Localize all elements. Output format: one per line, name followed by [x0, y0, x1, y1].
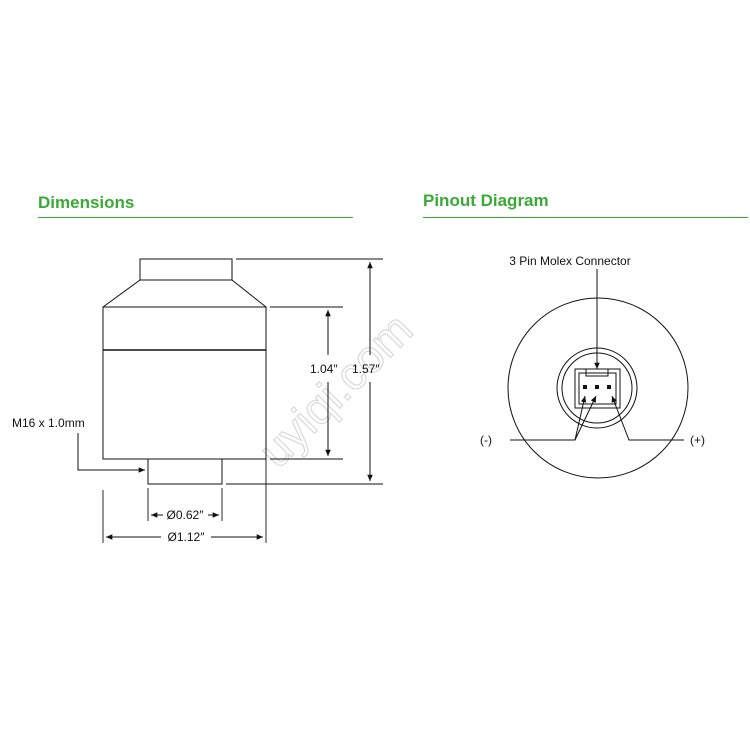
watermark: uyiqi.com	[248, 302, 423, 477]
sensor-shoulder	[102, 279, 267, 308]
dimensions-title: Dimensions	[38, 193, 135, 212]
sensor-outer-circle	[507, 297, 689, 479]
pinout-leaders	[510, 269, 684, 441]
sensor-body	[102, 306, 267, 460]
dimension-arrows	[77, 262, 373, 540]
extension-lines	[102, 258, 383, 543]
dimensions-divider	[38, 217, 353, 218]
molex-connector-inner	[578, 372, 617, 405]
large-diameter-label: Ø1.12″	[168, 530, 206, 544]
negative-terminal-label: (-)	[480, 433, 492, 447]
sensor-thread-stub	[147, 458, 223, 485]
pinout-labels: 3 Pin Molex Connector (-) (+)	[480, 254, 705, 447]
connector-label: 3 Pin Molex Connector	[509, 254, 630, 268]
dimension-labels: M16 x 1.0mm 1.04″ 1.57″ Ø0.62″ Ø1.12″	[12, 362, 380, 544]
positive-terminal-label: (+)	[690, 433, 705, 447]
total-height-label: 1.57″	[352, 362, 380, 376]
small-diameter-label: Ø0.62″	[167, 508, 205, 522]
thread-spec-label: M16 x 1.0mm	[12, 416, 85, 430]
body-height-label: 1.04″	[310, 362, 338, 376]
watermark-text: uyiqi.com	[248, 303, 422, 477]
pin-1	[583, 385, 587, 389]
pin-2	[595, 385, 599, 389]
pinout-title: Pinout Diagram	[423, 191, 549, 210]
sensor-top-cap	[139, 258, 233, 281]
sensor-side-view	[102, 258, 267, 485]
connector-pins	[583, 385, 611, 389]
pinout-divider	[423, 217, 748, 218]
pin-3	[607, 385, 611, 389]
